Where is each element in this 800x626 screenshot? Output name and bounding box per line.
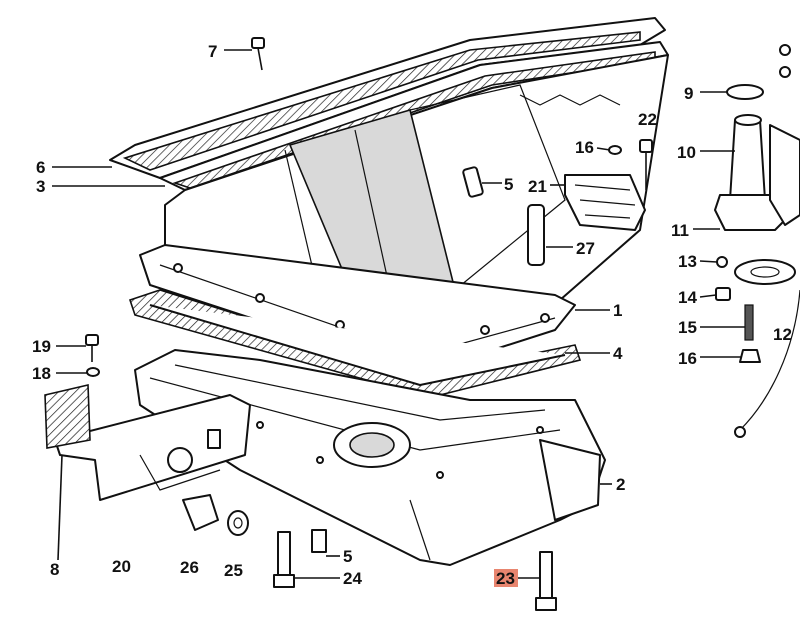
callout-5-lower: 5: [343, 547, 352, 566]
callout-7: 7: [208, 42, 217, 61]
callout-11: 11: [671, 221, 689, 240]
callout-6: 6: [36, 158, 45, 177]
callout-14: 14: [678, 288, 697, 307]
leader-lines: [52, 49, 745, 579]
lower-oil-pan: [134, 349, 606, 566]
callout-23-highlight: [494, 569, 518, 587]
callout-19: 19: [32, 337, 51, 356]
upper-oil-pan: [139, 54, 669, 371]
callout-16-lower: 16: [678, 349, 697, 368]
callout-5-upper: 5: [504, 175, 513, 194]
callout-16-upper: 16: [575, 138, 594, 157]
callout-12: 12: [773, 325, 792, 344]
callout-13: 13: [678, 252, 697, 271]
callout-24: 24: [343, 569, 362, 588]
bracket: [44, 384, 251, 501]
callout-27: 27: [576, 239, 595, 258]
callout-25: 25: [224, 561, 243, 580]
callout-26: 26: [180, 558, 199, 577]
callout-9: 9: [684, 84, 693, 103]
callout-4: 4: [613, 344, 623, 363]
callout-20: 20: [112, 557, 131, 576]
callout-21: 21: [528, 177, 547, 196]
callout-22: 22: [638, 110, 657, 129]
callout-1: 1: [613, 301, 622, 320]
callout-2: 2: [616, 475, 625, 494]
oil-pump-assembly: [714, 44, 800, 438]
callout-8: 8: [50, 560, 59, 579]
callout-10: 10: [677, 143, 696, 162]
callout-labels: 7 6 3 5 16 22 21 27 9 10 11 13 14 15 12 …: [32, 42, 792, 588]
callout-18: 18: [32, 364, 51, 383]
callout-23: 23: [496, 569, 515, 588]
oil-pan-gasket: [128, 289, 582, 396]
callout-15: 15: [678, 318, 697, 337]
callout-3: 3: [36, 177, 45, 196]
hardware: [85, 37, 653, 611]
